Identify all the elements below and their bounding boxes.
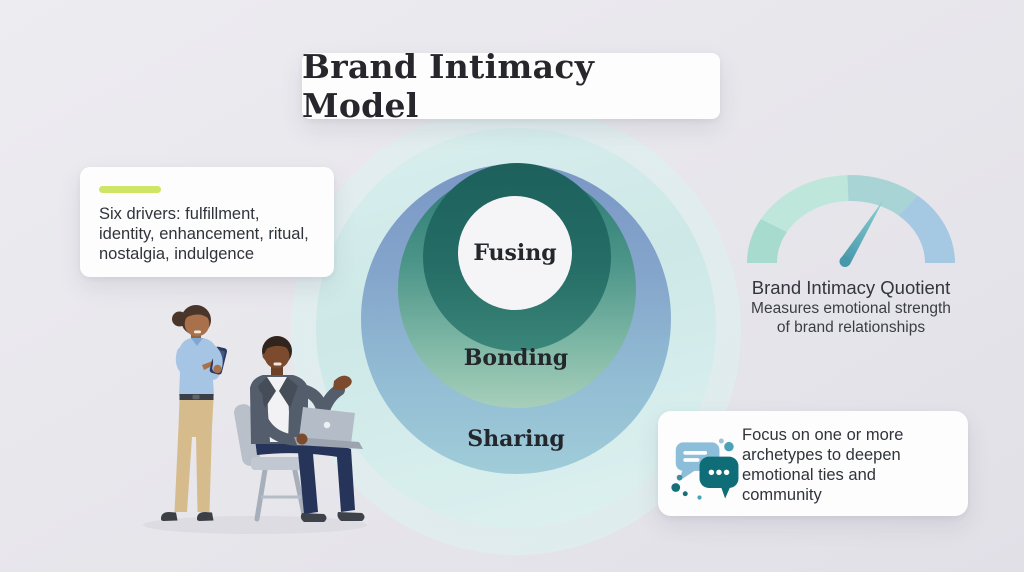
archetypes-line-4: community xyxy=(742,486,822,504)
laptop xyxy=(294,407,363,449)
quotient-subtitle-line-2: of brand relationships xyxy=(776,318,926,336)
archetypes-line-2: archetypes to deepen xyxy=(742,446,901,464)
drivers-card: Six drivers: fulfillment, identity, enha… xyxy=(80,167,334,277)
quotient-subtitle-line-1: Measures emotional strength xyxy=(751,300,951,317)
gauge-needle xyxy=(839,199,884,267)
fusing-label: Fusing xyxy=(473,240,557,266)
archetypes-line-1: Focus on one or more xyxy=(742,426,904,444)
quotient-title: Brand Intimacy Quotient xyxy=(751,277,951,298)
drivers-line-1: Six drivers: fulfillment, xyxy=(99,205,260,223)
page-title: Brand Intimacy Model xyxy=(302,47,595,125)
archetypes-text: Focus on one or more archetypes to deepe… xyxy=(742,425,956,505)
title-card: Brand Intimacy Model xyxy=(302,47,720,125)
bonding-label: Bonding xyxy=(463,345,569,371)
sharing-label: Sharing xyxy=(467,426,565,452)
gauge-arc xyxy=(747,175,955,263)
drivers-line-3: nostalgia, indulgence xyxy=(99,245,255,263)
lime-accent-bar xyxy=(99,186,161,193)
archetypes-line-3: emotional ties and xyxy=(742,466,876,484)
chat-bubbles-icon xyxy=(671,438,739,500)
people-illustration xyxy=(143,305,367,534)
drivers-line-2: identity, enhancement, ritual, xyxy=(99,225,309,243)
fusing-core-circle: Fusing xyxy=(458,196,572,310)
archetypes-card: Focus on one or more archetypes to deepe… xyxy=(658,411,968,516)
gauge-icon xyxy=(747,175,955,267)
chair xyxy=(234,404,308,522)
quotient-subtitle: Measures emotional strength of brand rel… xyxy=(726,300,976,337)
drivers-text: Six drivers: fulfillment, identity, enha… xyxy=(99,204,316,264)
seated-man xyxy=(250,336,365,522)
standing-woman xyxy=(160,305,228,521)
